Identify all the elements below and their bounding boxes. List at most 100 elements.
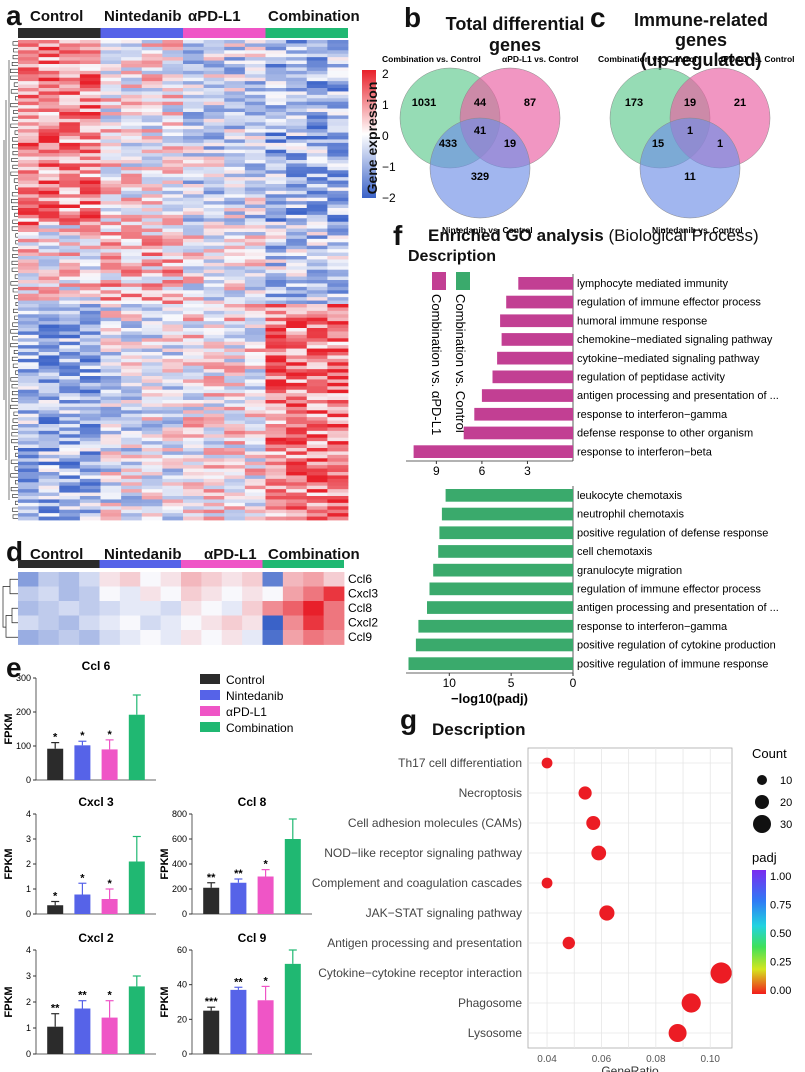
f-bottom-bar-0 [445,489,573,502]
venn-count-combo_pdl1: 44 [474,97,487,109]
f-top-bar-7 [474,407,573,421]
e-legend-text-2: αPD-L1 [226,705,267,719]
g-dot-0 [541,757,553,769]
f-bottom-bar-6 [427,601,573,614]
panel-a-group-1: Nintedanib [104,8,182,25]
e-ticklabel-2-2: 400 [172,859,187,869]
f-bottom-label-9: positive regulation of immune response [577,658,768,670]
g-label-4: Complement and coagulation cascades [312,876,522,890]
f-top-label-4: cytokine−mediated signaling pathway [577,353,760,365]
f-top-bar-2 [500,314,573,328]
e-bar-1-0 [47,905,64,914]
f-xlabel: −log10(padj) [451,691,528,706]
e-sig-0-1: * [80,730,85,742]
g-xtick-1: 0.06 [592,1054,612,1065]
e-sig-2-2: * [263,859,268,871]
panel-d-group-3: Combination [268,546,360,563]
e-chart-title-1: Cxcl 3 [78,795,114,809]
e-sig-1-1: * [80,872,85,884]
colorbar-tick-0: 2 [382,67,389,81]
panel-d-group-0: Control [30,546,84,563]
venn-label-combination: Combination vs. Control [382,54,481,64]
d-heatmap-cells [18,572,345,645]
g-dot-5 [599,905,615,921]
f-top-label-9: response to interferon−beta [577,446,713,458]
venn-count-pdl1_only: 87 [524,97,536,109]
f-bottom-label-8: positive regulation of cytokine producti… [577,640,776,652]
group-bar-2 [183,28,266,38]
e-sig-1-2: * [107,878,112,890]
f-top-ticklabel-1: 6 [479,464,486,478]
e-ylabel-1: FPKM [3,848,15,879]
group-bar-0 [18,28,101,38]
panel-e-letter: e [6,652,22,683]
e-legend-text-1: Nintedanib [226,689,284,703]
e-ticklabel-0-3: 0 [26,775,31,785]
legend-text-control: Combination vs. Control [453,294,468,433]
e-ticklabel-4-3: 0 [182,1049,187,1059]
panel-g-legend-title: Description [432,720,526,739]
panel-f-title-rest: (Biological Process) [603,226,759,245]
group-bar-3 [265,28,348,38]
gene-label-2: Ccl8 [348,601,372,615]
f-bottom-bar-2 [439,526,573,540]
panel-c-letter: c [590,2,606,33]
e-sig-4-1: ** [234,976,243,988]
e-sig-3-2: * [107,990,112,1002]
f-top-label-0: lymphocyte mediated immunity [577,278,729,290]
f-top-label-1: regulation of immune effector process [577,297,761,309]
g-padj-title: padj [752,850,777,865]
e-legend-text-3: Combination [226,721,293,735]
g-padj-tick-3: 0.25 [770,957,791,969]
venn-label-nintedanib: Nintedanib vs. Control [652,225,743,235]
f-top-label-6: antigen processing and presentation of .… [577,390,779,402]
g-xtick-3: 0.10 [701,1054,721,1065]
colorbar-tick-2: 0 [382,129,389,143]
legend-text-apdl1: Combination vs. αPD-L1 [429,294,444,435]
g-dot-1 [578,786,592,800]
f-bottom-label-1: neutrophil chemotaxis [577,509,685,521]
panel-b-letter: b [404,2,422,33]
g-count-dot-1 [755,795,769,809]
g-padj-tick-1: 0.75 [770,900,791,912]
g-dot-6 [562,936,575,950]
g-label-3: NOD−like receptor signaling pathway [324,846,522,860]
f-bottom-label-4: granulocyte migration [577,565,682,577]
colorbar-tick-1: 1 [382,98,389,112]
e-ticklabel-4-2: 20 [177,1014,187,1024]
g-padj-tick-4: 0.00 [770,985,791,997]
e-bar-4-3 [284,963,301,1054]
g-dot-7 [710,962,732,984]
panel-d-letter: d [6,536,24,567]
heatmap-a [3,28,349,521]
f-bottom-label-0: leukocyte chemotaxis [577,490,683,502]
f-bottom-bar-9 [408,657,573,670]
f-bottom-bar-8 [415,638,573,652]
e-legend-text-0: Control [226,673,265,687]
dendrogram-a [3,41,18,519]
e-legend-swatch-1 [200,690,220,700]
e-bar-0-2 [101,749,118,780]
e-chart-title-3: Cxcl 2 [78,931,114,945]
dendrogram-d [2,578,18,638]
e-bar-3-1 [74,1008,91,1054]
e-ticklabel-3-1: 3 [26,971,31,981]
g-count-label-1: 20 [780,797,792,809]
f-bottom-bar-4 [433,563,573,577]
e-ylabel-0: FPKM [3,713,15,744]
colorbar-tick-3: −1 [382,160,396,174]
venn-count-combo_only: 1031 [412,97,436,109]
e-ticklabel-0-1: 200 [16,707,31,717]
f-top-label-2: humoral immune response [577,315,707,327]
venn-circle-nintedanib [429,117,531,219]
e-legend-swatch-3 [200,722,220,732]
panel-f-title: Enriched GO analysis (Biological Process… [428,226,759,246]
e-sig-3-1: ** [78,990,87,1002]
e-sig-1-0: * [53,891,58,903]
g-dot-9 [668,1024,687,1042]
e-ticklabel-0-0: 300 [16,673,31,683]
